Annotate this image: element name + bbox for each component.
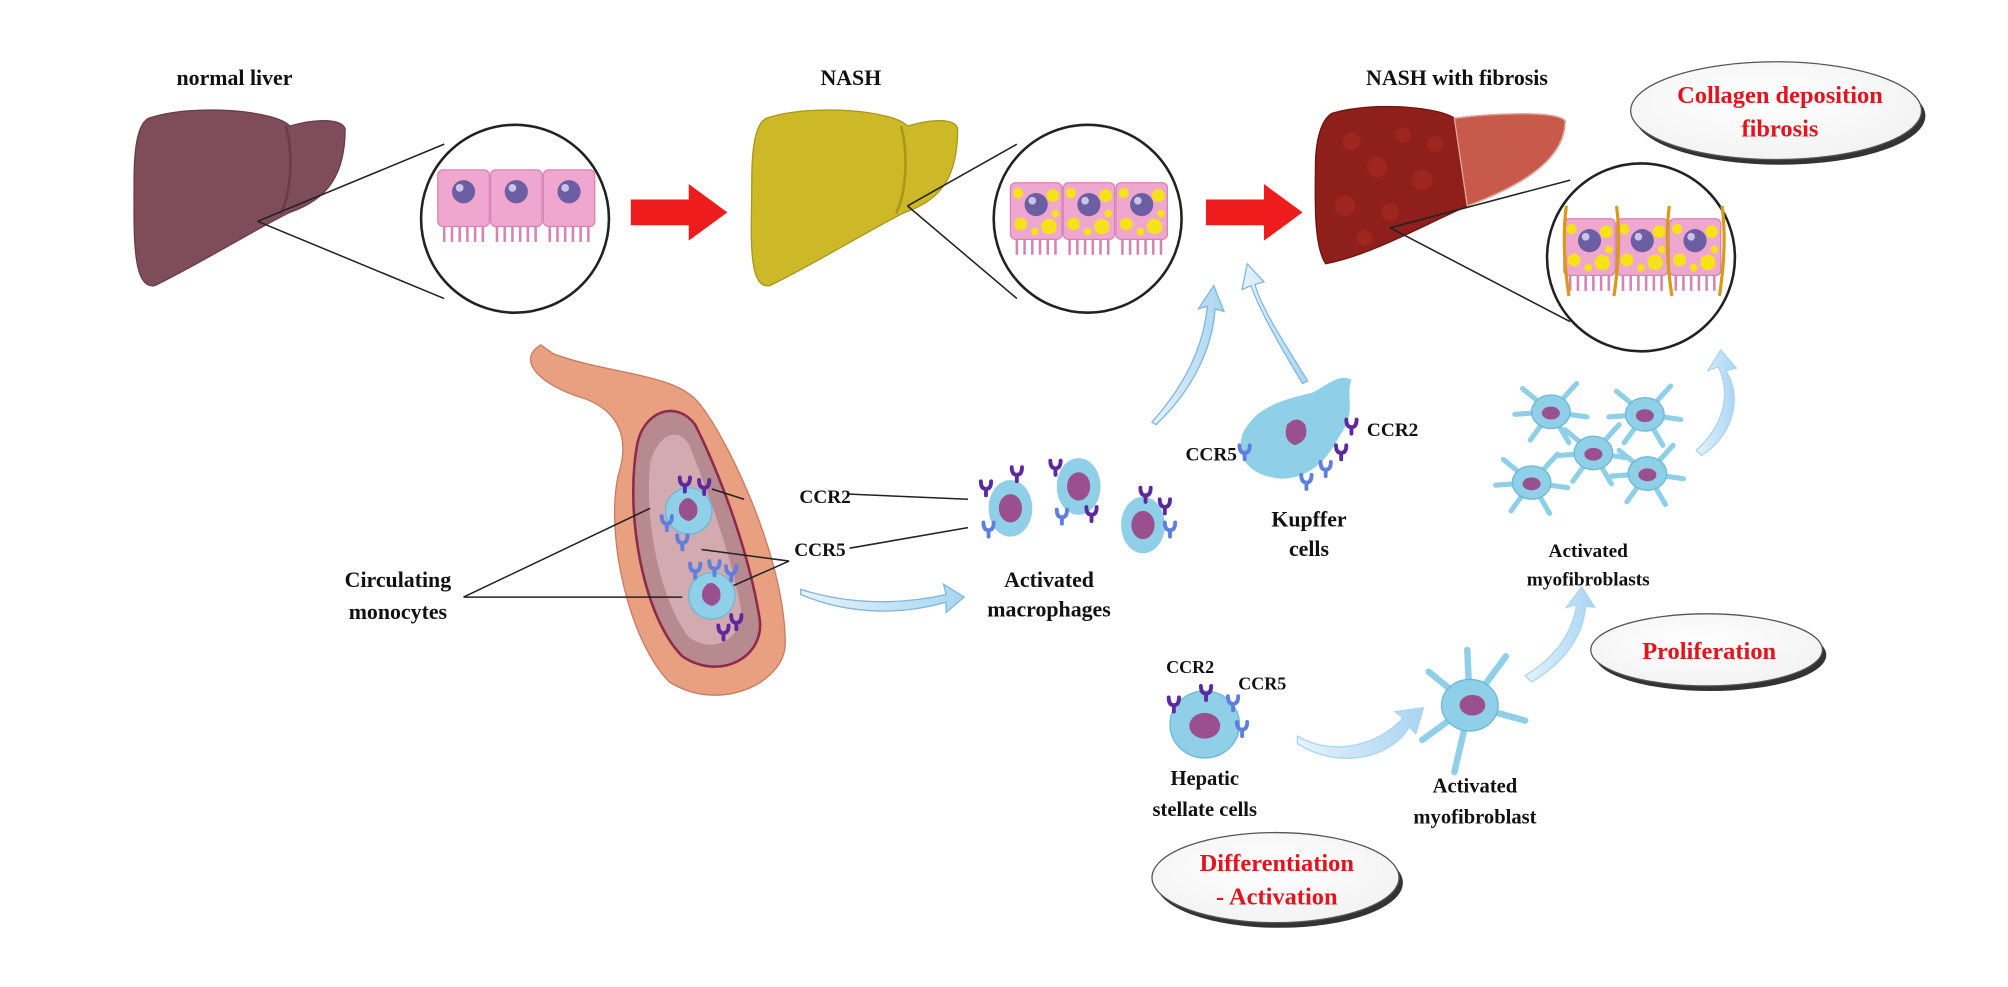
flow-arrow-icon bbox=[1241, 262, 1309, 385]
progression-arrow-icon bbox=[630, 184, 728, 241]
callout-text: - Activation bbox=[1216, 884, 1338, 911]
collagen-deposition-callout: Collagen deposition fibrosis bbox=[1630, 61, 1926, 165]
nash-liver-illustration bbox=[750, 109, 959, 287]
activated-myofibroblasts-illustration bbox=[1496, 383, 1684, 513]
flow-arrow-icon bbox=[800, 582, 966, 614]
label-activated-myofibroblasts: myofibroblasts bbox=[1527, 570, 1650, 591]
callout-text: Differentiation bbox=[1200, 850, 1355, 877]
label-kupffer-cells: cells bbox=[1289, 537, 1329, 561]
fibrotic-liver-illustration bbox=[1314, 105, 1566, 265]
label-kupffer-cells: Kupffer bbox=[1271, 507, 1347, 531]
flow-arrow-icon bbox=[1296, 706, 1425, 759]
label-ccr2: CCR2 bbox=[799, 487, 850, 508]
zoom-leader bbox=[906, 205, 1018, 300]
progression-arrow-icon bbox=[1206, 184, 1303, 241]
flow-arrow-icon bbox=[1151, 284, 1226, 426]
differentiation-activation-callout: Differentiation - Activation bbox=[1151, 831, 1403, 928]
label-kupffer-ccr2: CCR2 bbox=[1367, 420, 1418, 441]
stage-label-nash-fibrosis: NASH with fibrosis bbox=[1366, 66, 1548, 90]
zoom-leader bbox=[1389, 179, 1571, 229]
flow-arrow-icon bbox=[1695, 348, 1738, 457]
label-ccr5: CCR5 bbox=[794, 540, 845, 561]
label-activated-macrophages: Activated bbox=[1004, 568, 1094, 592]
stage-label-nash: NASH bbox=[820, 66, 881, 90]
label-circulating-monocytes: monocytes bbox=[349, 600, 447, 624]
label-hepatic-stellate-cells: stellate cells bbox=[1152, 799, 1257, 821]
activated-myofibroblast-illustration bbox=[1419, 646, 1529, 776]
label-kupffer-ccr5: CCR5 bbox=[1185, 445, 1236, 466]
circulating-monocyte bbox=[688, 559, 744, 642]
blood-vessel-illustration bbox=[529, 344, 786, 696]
normal-hepatocytes-inset bbox=[419, 123, 611, 314]
zoom-leader bbox=[257, 143, 445, 223]
activated-macrophages-illustration bbox=[978, 458, 1178, 554]
leader-line bbox=[701, 488, 969, 587]
proliferation-callout: Proliferation bbox=[1590, 613, 1827, 692]
callout-text: Collagen deposition bbox=[1677, 82, 1883, 109]
stage-label-normal-liver: normal liver bbox=[176, 66, 292, 90]
label-activated-myofibroblast: myofibroblast bbox=[1413, 807, 1536, 829]
kupffer-cell-illustration bbox=[1237, 377, 1359, 491]
label-activated-myofibroblasts: Activated bbox=[1549, 541, 1629, 562]
steatotic-hepatocytes-inset bbox=[992, 123, 1183, 314]
leader-line bbox=[463, 507, 683, 598]
fibrotic-hepatocytes-inset bbox=[1545, 162, 1737, 353]
circulating-monocyte bbox=[659, 475, 713, 552]
label-stellate-ccr5: CCR5 bbox=[1238, 674, 1286, 694]
callout-text: Proliferation bbox=[1642, 638, 1776, 665]
label-stellate-ccr2: CCR2 bbox=[1166, 657, 1214, 677]
zoom-leader bbox=[257, 220, 445, 300]
label-activated-macrophages: macrophages bbox=[987, 597, 1110, 621]
flow-arrow-icon bbox=[1524, 585, 1596, 683]
zoom-leader bbox=[907, 143, 1018, 207]
zoom-leader bbox=[1389, 227, 1571, 323]
callout-text: fibrosis bbox=[1741, 115, 1818, 142]
label-circulating-monocytes: Circulating bbox=[345, 568, 452, 592]
label-activated-myofibroblast: Activated bbox=[1433, 776, 1518, 798]
label-hepatic-stellate-cells: Hepatic bbox=[1170, 768, 1239, 790]
hepatic-stellate-cell-illustration bbox=[1166, 683, 1250, 759]
normal-liver-illustration bbox=[133, 109, 346, 287]
